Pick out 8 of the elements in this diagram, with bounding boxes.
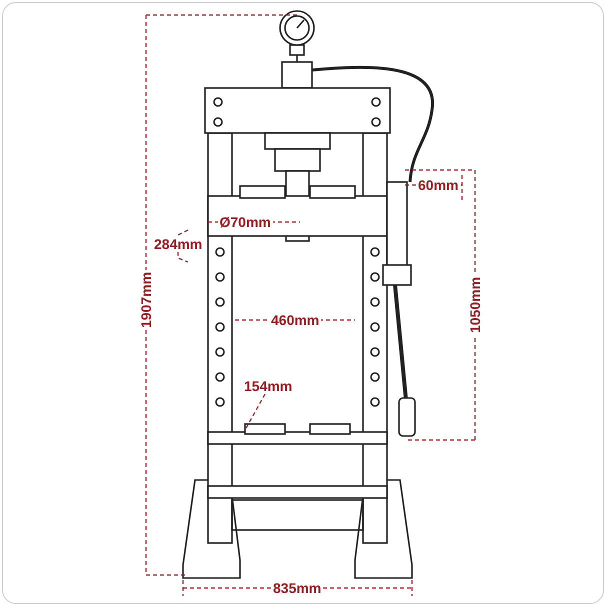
dimension-label: 60mm — [416, 177, 460, 193]
dimension-label: 460mm — [269, 312, 322, 328]
dimension-label: 284mm — [152, 236, 204, 252]
dimension-label: Ø70mm — [218, 214, 273, 230]
dimension-label: 1050mm — [467, 274, 484, 336]
dimension-label: 835mm — [271, 580, 324, 596]
dimension-label: 1907mm — [138, 270, 154, 330]
dimension-label: 154mm — [242, 378, 294, 394]
